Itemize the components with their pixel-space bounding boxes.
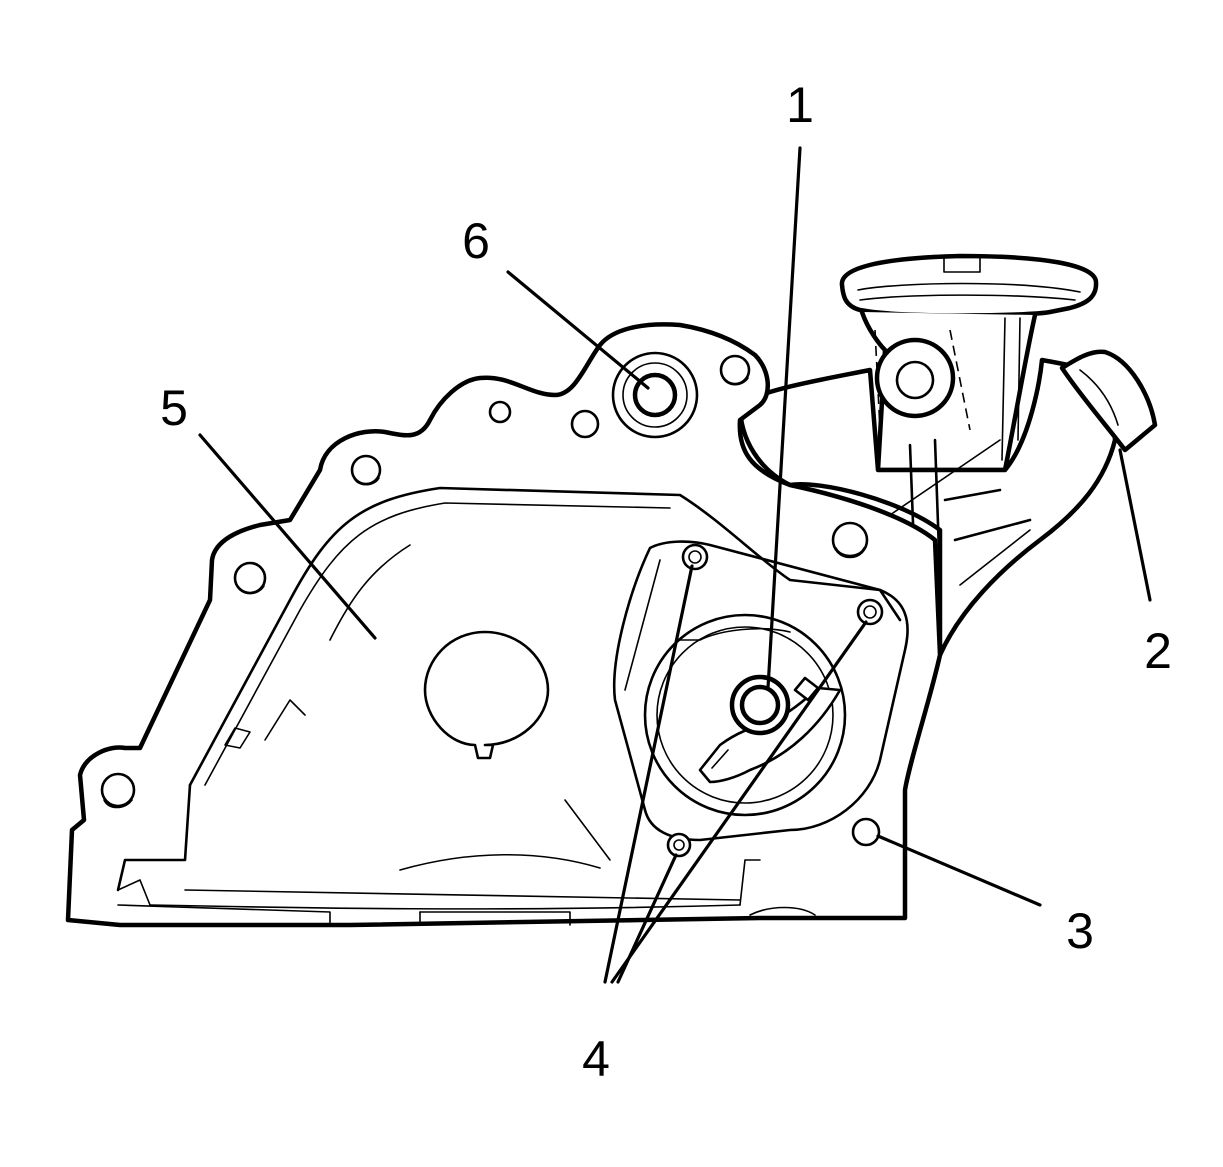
callout-5: 5 [160,380,188,436]
callout-1: 1 [786,77,814,133]
leader-6 [506,270,650,390]
callout-labels: 1 2 3 4 5 6 [160,77,1172,1087]
callout-2: 2 [1144,623,1172,679]
leader-lines [198,146,1152,984]
leader-1 [766,146,802,690]
pump-cover-housing [65,322,943,928]
leader-4b [610,620,868,984]
callout-4: 4 [582,1031,610,1087]
leader-2 [1118,448,1152,602]
leader-4c [616,853,678,984]
pickup-tube-assembly [737,253,1158,658]
leader-3 [876,834,1042,907]
leader-5 [198,433,377,640]
callout-3: 3 [1066,903,1094,959]
leader-4a [603,564,694,984]
callout-6: 6 [462,213,490,269]
